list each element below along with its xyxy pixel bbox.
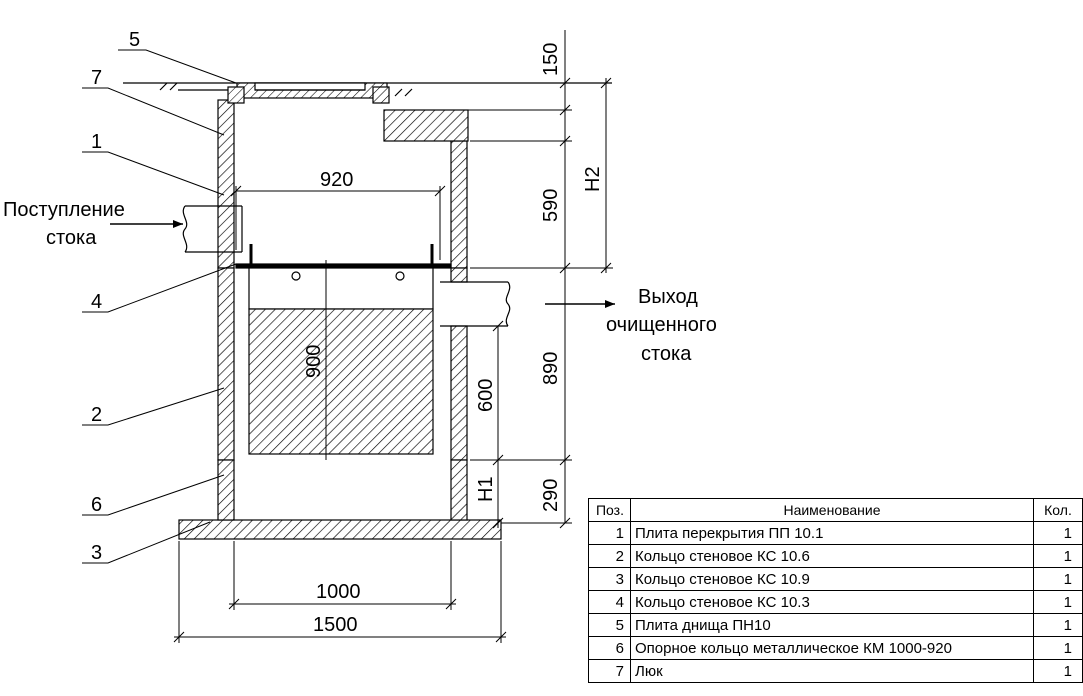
spec-row: 5 Плита днища ПН10 1	[588, 613, 1083, 637]
filter-hole-left	[291, 271, 301, 281]
spec-qty: 1	[1033, 636, 1083, 660]
callout-4: 6	[91, 494, 102, 516]
specification-table: Поз. Наименование Кол. 1 Плита перекрыти…	[588, 498, 1083, 683]
spec-header-row: Поз. Наименование Кол.	[588, 498, 1083, 522]
right-wall-upper	[450, 140, 468, 269]
dim-900: 900	[303, 345, 325, 378]
spec-row: 6 Опорное кольцо металлическое КМ 1000-9…	[588, 636, 1083, 660]
dim-290: 290	[540, 479, 562, 512]
dim-150: 150	[540, 43, 562, 76]
callout-1: 7	[91, 67, 102, 89]
spec-pos: 4	[588, 590, 631, 614]
outlet-label-line2: очищенного	[606, 314, 717, 336]
dim-1500: 1500	[313, 614, 358, 636]
callout-7: 5	[129, 29, 140, 51]
spec-row: 4 Кольцо стеновое КС 10.3 1	[588, 590, 1083, 614]
spec-qty: 1	[1033, 613, 1083, 637]
spec-qty: 1	[1033, 590, 1083, 614]
dim-H2: H2	[582, 166, 604, 192]
spec-header-qty: Кол.	[1033, 498, 1083, 522]
spec-name: Кольцо стеновое КС 10.3	[629, 590, 1035, 614]
support-ring	[235, 263, 452, 269]
bottom-slab	[178, 519, 502, 540]
spec-pos: 7	[588, 659, 631, 683]
dim-600: 600	[475, 379, 497, 412]
spec-name: Плита перекрытия ПП 10.1	[629, 521, 1035, 545]
spec-qty: 1	[1033, 567, 1083, 591]
right-wall-mid	[450, 267, 468, 283]
callout-6: 4	[91, 291, 102, 313]
inlet-pipe	[185, 205, 243, 253]
dim-H1: H1	[475, 476, 497, 502]
spec-name: Плита днища ПН10	[629, 613, 1035, 637]
left-wall-ring-mid	[217, 267, 235, 461]
spec-header-name: Наименование	[629, 498, 1035, 522]
right-wall-below-outlet	[450, 325, 468, 461]
spec-pos: 5	[588, 613, 631, 637]
spec-name: Кольцо стеновое КС 10.6	[629, 544, 1035, 568]
spec-name: Кольцо стеновое КС 10.9	[629, 567, 1035, 591]
spec-pos: 6	[588, 636, 631, 660]
ground-hatch	[159, 82, 413, 97]
inlet-label-line2: стока	[46, 227, 97, 249]
outlet-label-line1: Выход	[638, 286, 698, 308]
right-wall-low	[450, 459, 468, 521]
spec-name: Люк	[629, 659, 1035, 683]
spec-qty: 1	[1033, 521, 1083, 545]
cover-slab	[383, 109, 469, 142]
left-wall-ring-low	[217, 459, 235, 521]
spec-pos: 3	[588, 567, 631, 591]
callout-2: 1	[91, 131, 102, 153]
spec-row: 2 Кольцо стеновое КС 10.6 1	[588, 544, 1083, 568]
filter-media	[248, 308, 434, 455]
spec-row: 3 Кольцо стеновое КС 10.9 1	[588, 567, 1083, 591]
filter-hole-right	[395, 271, 405, 281]
spec-name: Опорное кольцо металлическое КМ 1000-920	[629, 636, 1035, 660]
outlet-pipe	[440, 281, 508, 327]
inlet-label-line1: Поступление	[3, 199, 125, 221]
spec-header-pos: Поз.	[588, 498, 631, 522]
spec-row: 7 Люк 1	[588, 659, 1083, 683]
spec-pos: 2	[588, 544, 631, 568]
spec-pos: 1	[588, 521, 631, 545]
spec-qty: 1	[1033, 659, 1083, 683]
spec-row: 1 Плита перекрытия ПП 10.1 1	[588, 521, 1083, 545]
spec-qty: 1	[1033, 544, 1083, 568]
callout-3: 2	[91, 404, 102, 426]
left-wall-ring-upper	[217, 99, 235, 269]
callout-5: 3	[91, 542, 102, 564]
dim-590: 590	[540, 189, 562, 222]
dim-890: 890	[540, 352, 562, 385]
dim-920: 920	[320, 169, 353, 191]
outlet-label-line3: стока	[641, 343, 692, 365]
dim-1000: 1000	[316, 581, 361, 603]
filter-frame	[248, 267, 434, 310]
